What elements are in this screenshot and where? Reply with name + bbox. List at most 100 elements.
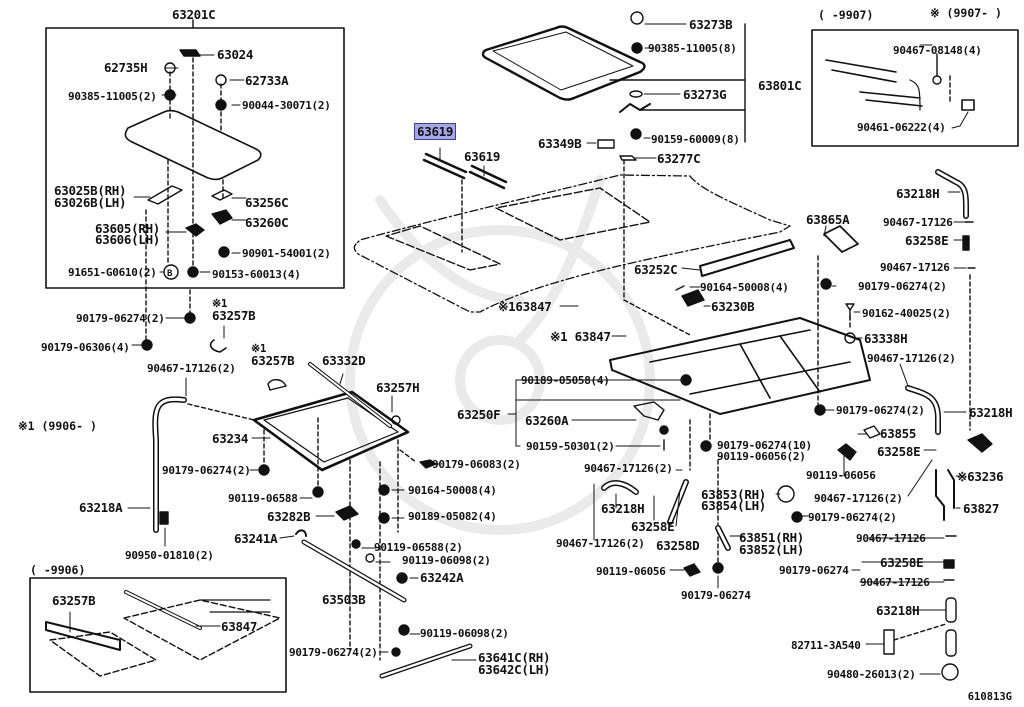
part-label[interactable]: 63256C xyxy=(245,195,289,210)
part-label[interactable]: 90461-06222(4) xyxy=(857,121,946,134)
part-label[interactable]: 90162-40025(2) xyxy=(862,307,951,320)
part-label[interactable]: 90467-17126(2) xyxy=(867,352,956,365)
part-label[interactable]: 63258E xyxy=(631,519,675,534)
part-label[interactable]: 63218A xyxy=(79,500,123,515)
part-label[interactable]: 63241A xyxy=(234,531,278,546)
part-label[interactable]: 91651-G0610(2) xyxy=(68,266,157,279)
part-label[interactable]: 63853(RH) xyxy=(701,487,767,502)
part-label[interactable]: 90119-06588(2) xyxy=(374,541,463,554)
part-label[interactable]: 63855 xyxy=(880,426,917,441)
part-label[interactable]: 63218H xyxy=(601,501,645,516)
part-label[interactable]: 90119-06056 xyxy=(806,469,876,482)
part-label[interactable]: 63277C xyxy=(657,151,701,166)
part-label[interactable]: 63230B xyxy=(711,299,755,314)
part-label[interactable]: 90164-50008(4) xyxy=(408,484,497,497)
part-label[interactable]: 63260A xyxy=(525,413,569,428)
part-label[interactable]: 63257B xyxy=(251,353,295,368)
part-label[interactable]: 90179-06274 xyxy=(779,564,849,577)
part-label[interactable]: 90467-17126 xyxy=(860,576,930,589)
part-label[interactable]: 63827 xyxy=(963,501,1000,516)
part-label[interactable]: 63258E xyxy=(905,233,949,248)
part-label[interactable]: 90179-06274(2) xyxy=(836,404,925,417)
part-label[interactable]: 90164-50008(4) xyxy=(700,281,789,294)
part-label[interactable]: 63252C xyxy=(634,262,678,277)
part-label[interactable]: 90119-06056(2) xyxy=(717,450,806,463)
part-label[interactable]: 90179-06274(2) xyxy=(289,646,378,659)
part-label[interactable]: 63273B xyxy=(689,17,733,32)
part-label[interactable]: 90467-17126 xyxy=(880,261,950,274)
part-label[interactable]: 63258E xyxy=(880,555,924,570)
part-label[interactable]: 63282B xyxy=(267,509,311,524)
part-label[interactable]: 63025B(RH) xyxy=(54,183,127,198)
part-label[interactable]: 90901-54001(2) xyxy=(242,247,331,260)
part-label[interactable]: 90179-06274(2) xyxy=(162,464,251,477)
part-label[interactable]: 63258D xyxy=(656,538,700,553)
part-label[interactable]: 90119-06098(2) xyxy=(402,554,491,567)
part-label[interactable]: ※1 63847 xyxy=(550,329,611,344)
part-label[interactable]: 62735H xyxy=(104,60,148,75)
highlighted-part-label[interactable]: 63619 xyxy=(414,123,457,140)
part-label[interactable]: 90179-06274(2) xyxy=(808,511,897,524)
part-label[interactable]: 90179-06274 xyxy=(681,589,751,602)
part-label[interactable]: 63258E xyxy=(877,444,921,459)
part-label[interactable]: 90119-06588 xyxy=(228,492,298,505)
part-label[interactable]: 63865A xyxy=(806,212,850,227)
part-label[interactable]: 63349B xyxy=(538,136,582,151)
part-label[interactable]: 63201C xyxy=(172,7,216,22)
part-label[interactable]: 90179-06274(10) xyxy=(717,439,812,452)
part-label[interactable]: 63801C xyxy=(758,78,802,93)
part-label[interactable]: 63854(LH) xyxy=(701,498,767,513)
part-label[interactable]: 63257H xyxy=(376,380,420,395)
part-label[interactable]: 90385-11005(8) xyxy=(648,42,737,55)
part-label[interactable]: 63218H xyxy=(896,186,940,201)
part-label[interactable]: 63242A xyxy=(420,570,464,585)
part-label[interactable]: 90467-17126 xyxy=(856,532,926,545)
part-label[interactable]: 63218H xyxy=(969,405,1013,420)
part-label[interactable]: 90467-17126 xyxy=(883,216,953,229)
part-label[interactable]: ※163847 xyxy=(498,299,552,314)
part-label[interactable]: 90159-60009(8) xyxy=(651,133,740,146)
part-label[interactable]: 63257B xyxy=(52,593,96,608)
part-label[interactable]: 63641C(RH) xyxy=(478,650,551,665)
part-label[interactable]: 90467-17126(2) xyxy=(147,362,236,375)
part-label[interactable]: 90179-06274(2) xyxy=(76,312,165,325)
part-label[interactable]: 90119-06056 xyxy=(596,565,666,578)
part-label[interactable]: 63642C(LH) xyxy=(478,662,551,677)
part-label[interactable]: 90385-11005(2) xyxy=(68,90,157,103)
part-label[interactable]: 90950-01810(2) xyxy=(125,549,214,562)
part-label[interactable]: 63234 xyxy=(212,431,249,446)
part-label[interactable]: 63338H xyxy=(864,331,908,346)
part-label[interactable]: 63852(LH) xyxy=(739,542,805,557)
part-label[interactable]: 63619 xyxy=(464,149,501,164)
part-label[interactable]: 90467-17126(2) xyxy=(556,537,645,550)
part-label[interactable]: 62733A xyxy=(245,73,289,88)
part-label[interactable]: 90467-17126(2) xyxy=(814,492,903,505)
part-label[interactable]: 63605(RH) xyxy=(95,221,161,236)
part-label[interactable]: 90153-60013(4) xyxy=(212,268,301,281)
part-label[interactable]: 90480-26013(2) xyxy=(827,668,916,681)
part-label[interactable]: 63026B(LH) xyxy=(54,195,127,210)
part-label[interactable]: 63847 xyxy=(221,619,258,634)
part-label[interactable]: 90189-05082(4) xyxy=(408,510,497,523)
part-label[interactable]: 90159-50301(2) xyxy=(526,440,615,453)
part-label[interactable]: 63260C xyxy=(245,215,289,230)
part-label[interactable]: 63257B xyxy=(212,308,256,323)
part-label[interactable]: 90467-17126(2) xyxy=(584,462,673,475)
part-label[interactable]: 90179-06274(2) xyxy=(858,280,947,293)
part-label[interactable]: 90467-08148(4) xyxy=(893,44,982,57)
part-label[interactable]: 63218H xyxy=(876,603,920,618)
part-label[interactable]: 90179-06083(2) xyxy=(432,458,521,471)
part-label[interactable]: ※63236 xyxy=(957,469,1004,484)
part-label[interactable]: 90189-05058(4) xyxy=(521,374,610,387)
part-label[interactable]: 82711-3A540 xyxy=(791,639,861,652)
part-label[interactable]: 63250F xyxy=(457,407,501,422)
part-label[interactable]: 90179-06306(4) xyxy=(41,341,130,354)
part-label[interactable]: 63024 xyxy=(217,47,254,62)
part-label[interactable]: 63606(LH) xyxy=(95,232,161,247)
part-label[interactable]: 90119-06098(2) xyxy=(420,627,509,640)
part-label[interactable]: 90044-30071(2) xyxy=(242,99,331,112)
part-label[interactable]: 63503B xyxy=(322,592,366,607)
part-label[interactable]: 63273G xyxy=(683,87,727,102)
part-label[interactable]: 63851(RH) xyxy=(739,530,805,545)
part-label[interactable]: 63332D xyxy=(322,353,366,368)
